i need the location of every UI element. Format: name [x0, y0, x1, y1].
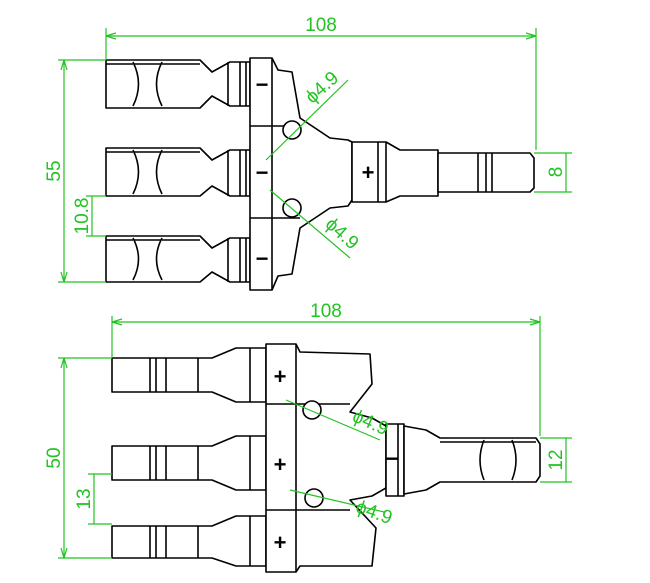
dim-tail-top: 8: [546, 167, 567, 178]
bottom-view: + + + − 108 50 13 12 ϕ4.9: [44, 301, 572, 573]
polarity-mark-top-2: −: [256, 160, 269, 185]
top-view: − − − + 108 55 10.8 8 ϕ4.9: [44, 15, 572, 291]
polarity-mark-top-trunk: +: [362, 160, 375, 185]
hole-bottom-lower: [304, 488, 324, 508]
polarity-mark-top-3: −: [256, 246, 269, 271]
branch-connector-top-2: [105, 147, 251, 197]
hole-bottom-upper: [302, 400, 322, 420]
dim-hole-top-upper: ϕ4.9: [302, 68, 344, 108]
polarity-mark-top-1: −: [256, 72, 269, 97]
dim-hole-top-lower: ϕ4.9: [321, 214, 363, 254]
polarity-mark-bottom-1: +: [274, 364, 287, 389]
hole-top-upper: [282, 120, 302, 140]
polarity-mark-bottom-2: +: [274, 452, 287, 477]
dim-tail-bottom: 12: [546, 449, 567, 470]
dim-height-top: 55: [44, 160, 65, 181]
polarity-mark-bottom-trunk: −: [386, 446, 399, 471]
dimensions-top: 108 55 10.8 8 ϕ4.9 ϕ4.9: [44, 15, 572, 283]
branch-connector-bottom-2: [111, 435, 267, 491]
trunk-connector-top: [351, 141, 535, 203]
dim-pitch-bottom: 13: [74, 488, 95, 509]
branch-connector-top-3: [105, 235, 251, 283]
polarity-mark-bottom-3: +: [274, 530, 287, 555]
dim-length-bottom: 108: [310, 301, 342, 322]
dim-height-bottom: 50: [44, 447, 65, 468]
dim-pitch-top: 10.8: [72, 198, 93, 235]
branch-connector-top-1: [105, 59, 251, 109]
dim-length-top: 108: [305, 15, 337, 36]
trunk-connector-bottom: [385, 423, 541, 497]
branch-connector-bottom-3: [111, 515, 267, 567]
branch-connector-bottom-1: [111, 347, 267, 403]
